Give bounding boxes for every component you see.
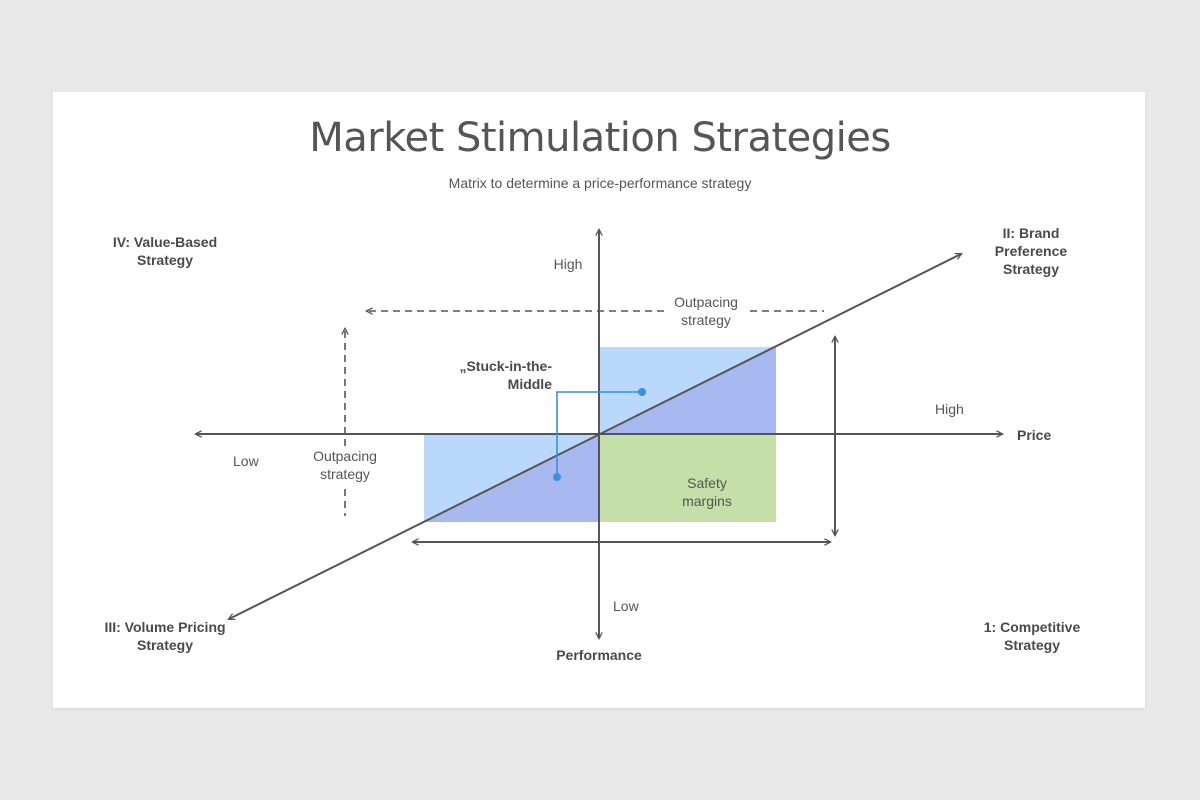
quadrant-i-label: 1: Competitive Strategy [983,619,1081,653]
page-title: Market Stimulation Strategies [309,115,891,161]
safety-margins-label: Safety margins [682,475,732,509]
outpacing-top-label: Outpacing strategy [674,294,738,328]
connector-dot-lower [553,473,561,481]
connector-dot-upper [638,388,646,396]
stuck-in-the-middle-label: „Stuck-in-the- Middle [459,358,552,392]
page-subtitle: Matrix to determine a price-performance … [448,175,752,191]
vertical-low-label: Low [613,598,639,614]
performance-axis-label: Performance [556,647,642,663]
diagonal-line [229,254,961,619]
horizontal-low-label: Low [233,453,259,469]
horizontal-high-label: High [935,401,964,417]
quadrant-iv-label: IV: Value-Based Strategy [112,234,218,268]
quadrant-ii-label: II: Brand Preference Strategy [994,225,1068,277]
stuck-middle-connector [556,391,642,477]
price-axis-label: Price [1017,427,1052,443]
vertical-high-label: High [553,256,583,272]
quadrant-iii-label: III: Volume Pricing Strategy [104,619,226,653]
outpacing-left-label: Outpacing strategy [313,448,377,482]
